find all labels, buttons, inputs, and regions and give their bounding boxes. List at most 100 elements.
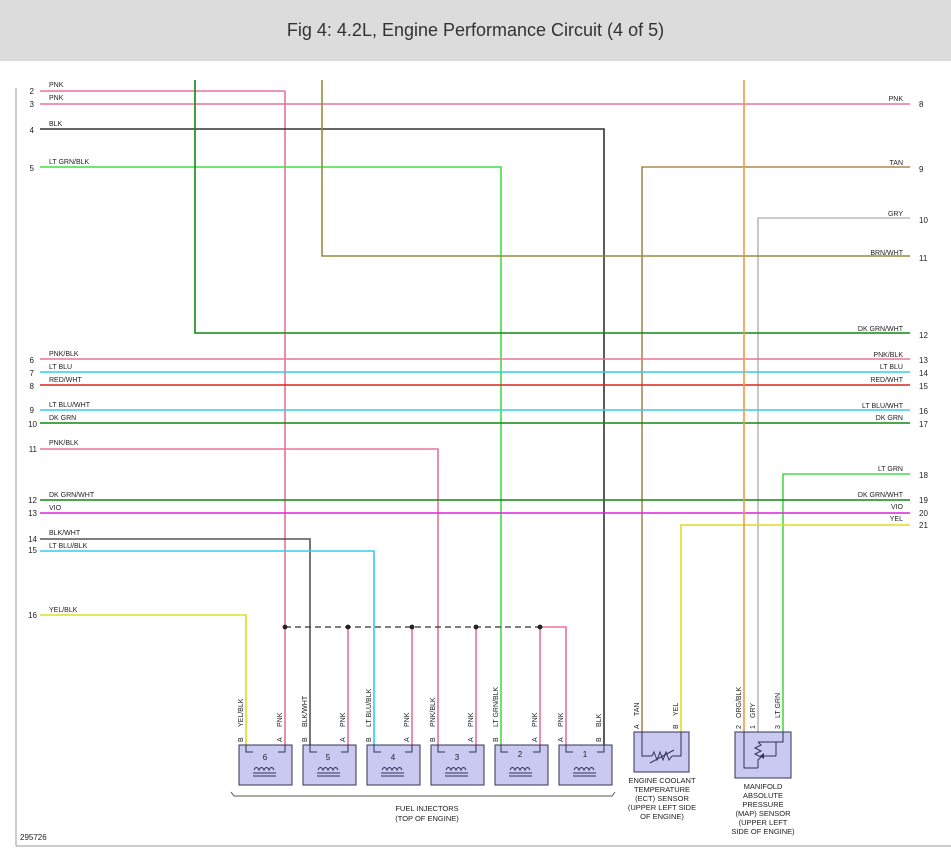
- left-pin-14: 14: [28, 535, 37, 544]
- wire-yel-21: [680, 524, 910, 745]
- inj-pin-letter: B: [366, 737, 373, 742]
- figure-header: Fig 4: 4.2L, Engine Performance Circuit …: [0, 0, 951, 61]
- map-wire-label: ORG/BLK: [736, 687, 743, 718]
- right-wire-label-21: YEL: [890, 516, 903, 523]
- right-pin-16: 16: [919, 407, 928, 416]
- wire-blk-4: [40, 128, 605, 745]
- left-pin-4: 4: [30, 126, 35, 135]
- right-wire-label-10: GRY: [888, 211, 903, 218]
- inj-pin-letter: B: [302, 737, 309, 742]
- right-pin-9: 9: [919, 165, 924, 174]
- injector-number: 5: [326, 753, 331, 762]
- right-wire-label-11: BRN/WHT: [870, 250, 903, 257]
- inj-pin-letter: B: [493, 737, 500, 742]
- inj-wire-label: PNK/BLK: [430, 697, 437, 727]
- map-caption-line1: MANIFOLD: [744, 782, 783, 791]
- right-pin-17: 17: [919, 420, 928, 429]
- right-pin-18: 18: [919, 471, 928, 480]
- right-pin-11: 11: [919, 254, 928, 263]
- injector-number: 6: [263, 753, 268, 762]
- right-pin-20: 20: [919, 509, 928, 518]
- map-pin-number: 3: [775, 725, 782, 729]
- map-caption-line2: ABSOLUTE: [743, 791, 783, 800]
- inj-wire-label: PNK: [340, 712, 347, 727]
- right-pin-14: 14: [919, 369, 928, 378]
- inj-wire-label: BLK/WHT: [302, 695, 309, 727]
- wire-dk-grn-wht-12: [194, 80, 910, 334]
- inj-pin-letter: A: [404, 737, 411, 742]
- right-pin-12: 12: [919, 331, 928, 340]
- map-wire-label: LT GRN: [775, 693, 782, 718]
- left-wire-label-5: LT GRN/BLK: [49, 159, 90, 166]
- figure-title: Fig 4: 4.2L, Engine Performance Circuit …: [286, 20, 665, 40]
- map-pin-number: 2: [736, 725, 743, 729]
- left-connector: 2 PNK 3 PNK 4 BLK 5 LT GRN/BLK 6 PNK/BLK…: [28, 82, 95, 620]
- left-pin-6: 6: [30, 356, 35, 365]
- left-wire-label-10: DK GRN: [49, 415, 76, 422]
- wire-gry-10: [757, 217, 910, 745]
- inj-wire-label: YEL/BLK: [238, 698, 245, 727]
- ect-wire-label: YEL: [673, 703, 680, 716]
- inj-pin-letter: B: [430, 737, 437, 742]
- left-pin-3: 3: [30, 100, 35, 109]
- ect-caption-line3: (ECT) SENSOR: [635, 794, 689, 803]
- map-pin-number: 1: [750, 725, 757, 729]
- ect-caption-line2: TEMPERATURE: [634, 785, 690, 794]
- ect-sensor: A TAN B YEL ENGINE COOLANT TEMPERATURE (…: [628, 703, 696, 821]
- inj-pin-letter: B: [596, 737, 603, 742]
- splice-dot: [282, 624, 288, 630]
- right-pin-15: 15: [919, 382, 928, 391]
- right-wire-label-16: LT BLU/WHT: [862, 403, 904, 410]
- right-wire-label-19: DK GRN/WHT: [858, 492, 904, 499]
- inj-pin-letter: A: [468, 737, 475, 742]
- right-wire-label-17: DK GRN: [876, 415, 903, 422]
- right-wire-label-13: PNK/BLK: [873, 352, 903, 359]
- left-pin-2: 2: [30, 87, 35, 96]
- right-pin-21: 21: [919, 521, 928, 530]
- left-wire-label-15: LT BLU/BLK: [49, 543, 88, 550]
- ect-caption-line4: (UPPER LEFT SIDE: [628, 803, 696, 812]
- left-pin-12: 12: [28, 496, 37, 505]
- left-wire-label-14: BLK/WHT: [49, 530, 81, 537]
- right-connector: PNK 8 TAN 9 GRY 10 BRN/WHT 11 DK GRN/WHT…: [858, 96, 929, 530]
- inj-wire-label: BLK: [596, 713, 603, 727]
- map-caption-line3: PRESSURE: [742, 800, 783, 809]
- map-wire-label: GRY: [750, 703, 757, 718]
- right-wire-label-12: DK GRN/WHT: [858, 326, 904, 333]
- injector-number: 1: [583, 750, 588, 759]
- left-wire-label-16: YEL/BLK: [49, 607, 78, 614]
- left-wire-label-4: BLK: [49, 121, 63, 128]
- left-pin-11: 11: [29, 445, 38, 454]
- left-wire-label-3: PNK: [49, 95, 64, 102]
- right-wire-label-9: TAN: [890, 160, 903, 167]
- inj-wire-label: PNK: [532, 712, 539, 727]
- injector-3: 3: [430, 744, 485, 786]
- wire-yel-blk-16: [40, 614, 247, 745]
- left-pin-7: 7: [30, 369, 35, 378]
- inj-wire-label: LT GRN/BLK: [493, 686, 500, 727]
- inj-wire-label: LT BLU/BLK: [366, 688, 373, 727]
- right-pin-19: 19: [919, 496, 928, 505]
- injector-4: 4: [366, 744, 421, 786]
- left-wire-label-8: RED/WHT: [49, 377, 82, 384]
- left-pin-10: 10: [28, 420, 37, 429]
- left-pin-13: 13: [28, 509, 37, 518]
- inj-pin-letter: A: [277, 737, 284, 742]
- right-wire-label-18: LT GRN: [878, 466, 903, 473]
- inj-pin-letter: A: [532, 737, 539, 742]
- injector-number: 4: [391, 753, 396, 762]
- left-pin-16: 16: [28, 611, 37, 620]
- left-wire-label-13: VIO: [49, 505, 62, 512]
- map-caption-line6: SIDE OF ENGINE): [731, 827, 795, 836]
- inj-pin-letter: A: [340, 737, 347, 742]
- right-pin-10: 10: [919, 216, 928, 225]
- injector-number: 3: [455, 753, 460, 762]
- left-pin-9: 9: [30, 406, 35, 415]
- wire-pnk-inj1-a: [540, 626, 567, 745]
- left-wire-label-6: PNK/BLK: [49, 351, 79, 358]
- inj-wire-label: PNK: [468, 712, 475, 727]
- wire-brn-wht-11: [321, 80, 910, 257]
- wires: [40, 80, 910, 745]
- left-wire-label-11: PNK/BLK: [49, 440, 79, 447]
